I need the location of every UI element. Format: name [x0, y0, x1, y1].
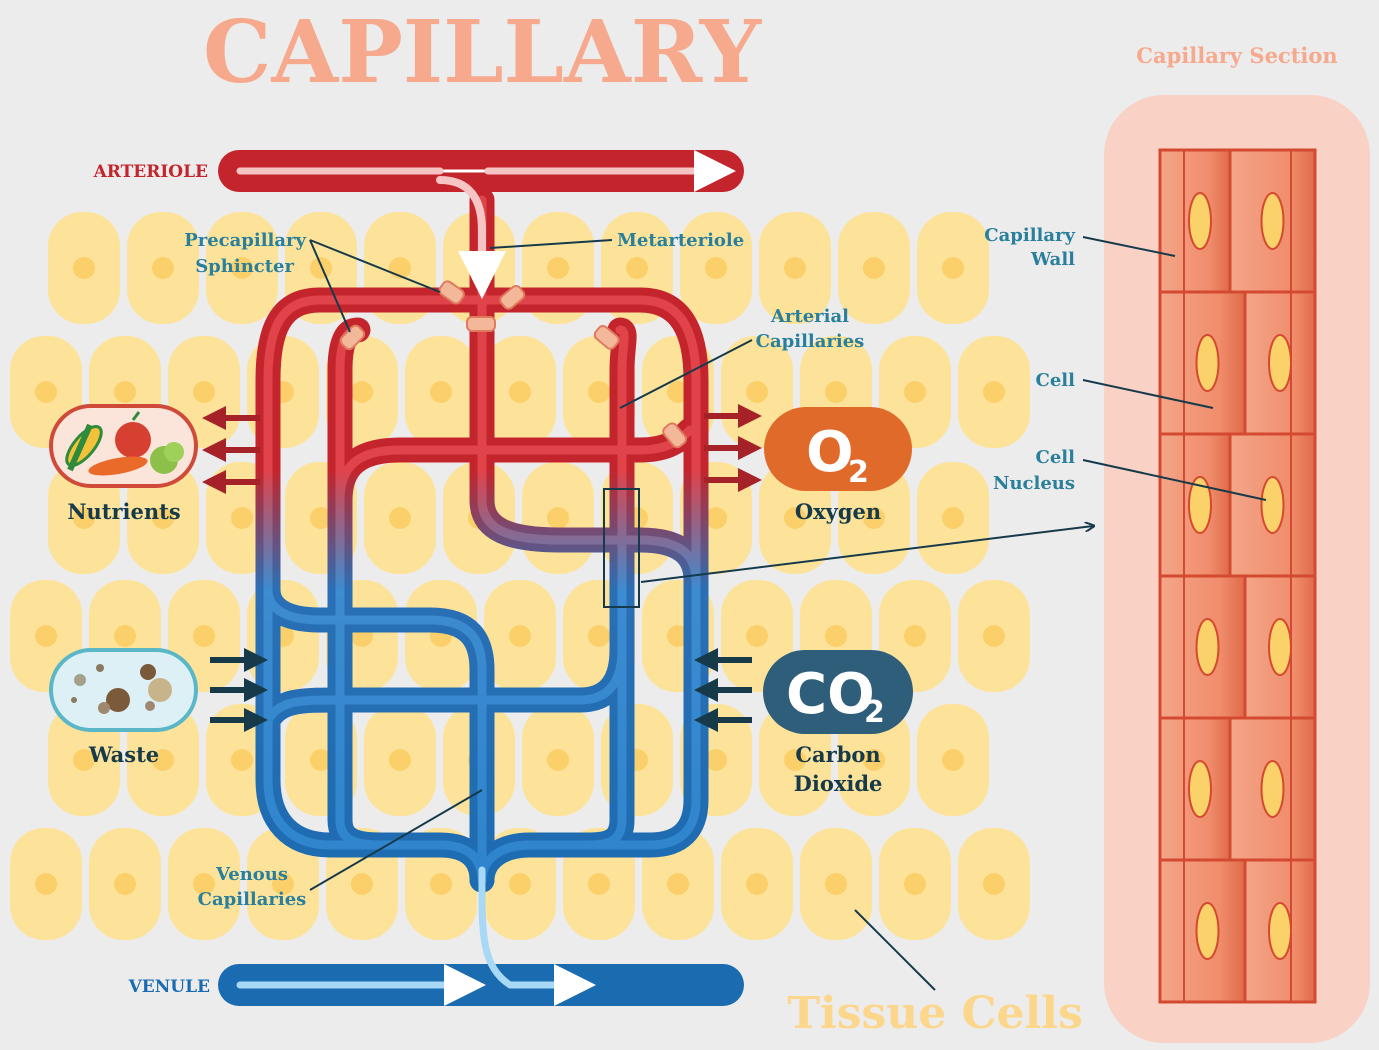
tissue-cell-nucleus	[547, 749, 569, 771]
tissue-cell-nucleus	[746, 625, 768, 647]
tissue-cell-nucleus	[193, 625, 215, 647]
tissue-cell-nucleus	[588, 381, 610, 403]
page-title: CAPILLARY	[203, 2, 763, 103]
tissue-cell-nucleus	[983, 381, 1005, 403]
tissue-cell-nucleus	[904, 625, 926, 647]
tissue-cell-nucleus	[705, 257, 727, 279]
tissue-cell-nucleus	[942, 257, 964, 279]
tissue-cell-nucleus	[152, 257, 174, 279]
tissue-cell-nucleus	[825, 873, 847, 895]
tissue-cell-nucleus	[35, 873, 57, 895]
tissue-cell-nucleus	[588, 873, 610, 895]
tissue-cell-nucleus	[942, 507, 964, 529]
tissue-cell-nucleus	[351, 381, 373, 403]
tissue-cell-nucleus	[904, 381, 926, 403]
oxygen-label: Oxygen	[795, 499, 881, 524]
tissue-cell-nucleus	[310, 257, 332, 279]
carbon-dioxide-label-line2: Dioxide	[794, 771, 883, 796]
cell-nucleus	[1269, 619, 1291, 675]
svg-text:CO: CO	[786, 662, 875, 727]
tissue-cell-nucleus	[231, 507, 253, 529]
tissue-cell-nucleus	[430, 381, 452, 403]
tissue-cell-nucleus	[231, 749, 253, 771]
cell-nucleus	[1262, 193, 1284, 249]
tissue-cell-nucleus	[942, 749, 964, 771]
svg-text:Cell: Cell	[1036, 447, 1076, 468]
tissue-cell-nucleus	[626, 257, 648, 279]
oxygen-symbol: O 2	[764, 407, 912, 491]
svg-text:Capillaries: Capillaries	[756, 331, 865, 352]
svg-text:Wall: Wall	[1030, 249, 1075, 270]
waste-particles-icon	[51, 650, 196, 730]
nutrients-food-icon	[51, 406, 196, 486]
tissue-cell-nucleus	[547, 507, 569, 529]
tissue-cell-nucleus	[667, 873, 689, 895]
carbon-dioxide-label-line1: Carbon	[795, 742, 880, 767]
tissue-cell-nucleus	[983, 873, 1005, 895]
cell-nucleus	[1189, 193, 1211, 249]
tissue-cell-nucleus	[114, 873, 136, 895]
cell-nucleus	[1269, 335, 1291, 391]
tissue-cells-background	[10, 212, 1030, 940]
tissue-cell-nucleus	[509, 381, 531, 403]
cell-nucleus	[1197, 619, 1219, 675]
arteriole	[218, 150, 744, 192]
tissue-cell-nucleus	[825, 381, 847, 403]
tissue-cell-nucleus	[509, 625, 531, 647]
tissue-cell-nucleus	[983, 625, 1005, 647]
nutrients-label: Nutrients	[67, 499, 180, 524]
tissue-cell-nucleus	[389, 507, 411, 529]
svg-text:Capillary: Capillary	[984, 225, 1075, 246]
capillary-section-wall	[1160, 150, 1315, 1002]
tissue-cell-nucleus	[784, 257, 806, 279]
arteriole-label: ARTERIOLE	[93, 162, 208, 182]
svg-text:Sphincter: Sphincter	[195, 256, 294, 277]
tissue-cell-nucleus	[746, 381, 768, 403]
tissue-cell-nucleus	[35, 625, 57, 647]
tissue-cell-nucleus	[351, 873, 373, 895]
venule-label: VENULE	[128, 977, 210, 997]
svg-text:2: 2	[864, 695, 885, 730]
cell-nucleus	[1262, 477, 1284, 533]
cell-nucleus	[1189, 761, 1211, 817]
venule	[218, 964, 744, 1006]
tissue-cell-nucleus	[193, 381, 215, 403]
cell-nucleus	[1262, 761, 1284, 817]
cell-nucleus	[1197, 903, 1219, 959]
tissue-cell-nucleus	[588, 625, 610, 647]
carbon-dioxide-symbol: CO 2	[763, 650, 913, 734]
svg-text:Venous: Venous	[215, 864, 288, 885]
waste-label: Waste	[88, 742, 159, 767]
tissue-cell-nucleus	[114, 625, 136, 647]
svg-text:Cell: Cell	[1036, 370, 1076, 391]
tissue-cell-nucleus	[430, 873, 452, 895]
tissue-cell-nucleus	[114, 381, 136, 403]
tissue-cell-nucleus	[35, 381, 57, 403]
tissue-cell-nucleus	[509, 873, 531, 895]
svg-text:Precapillary: Precapillary	[184, 230, 306, 251]
tissue-cell-nucleus	[825, 625, 847, 647]
tissue-cell-nucleus	[746, 873, 768, 895]
svg-text:Tissue Cells: Tissue Cells	[787, 988, 1083, 1039]
tissue-cell-nucleus	[389, 749, 411, 771]
svg-text:Capillaries: Capillaries	[198, 889, 307, 910]
tissue-cell-nucleus	[73, 257, 95, 279]
svg-text:Metarteriole: Metarteriole	[617, 230, 744, 251]
svg-text:2: 2	[848, 455, 869, 490]
svg-text:Nucleus: Nucleus	[993, 473, 1075, 494]
tissue-cell-nucleus	[904, 873, 926, 895]
tissue-cell-nucleus	[863, 257, 885, 279]
svg-text:O: O	[806, 420, 854, 485]
cell-nucleus	[1269, 903, 1291, 959]
tissue-cell-nucleus	[547, 257, 569, 279]
svg-text:Arterial: Arterial	[770, 306, 849, 327]
section-title: Capillary Section	[1136, 43, 1337, 68]
cell-nucleus	[1197, 335, 1219, 391]
